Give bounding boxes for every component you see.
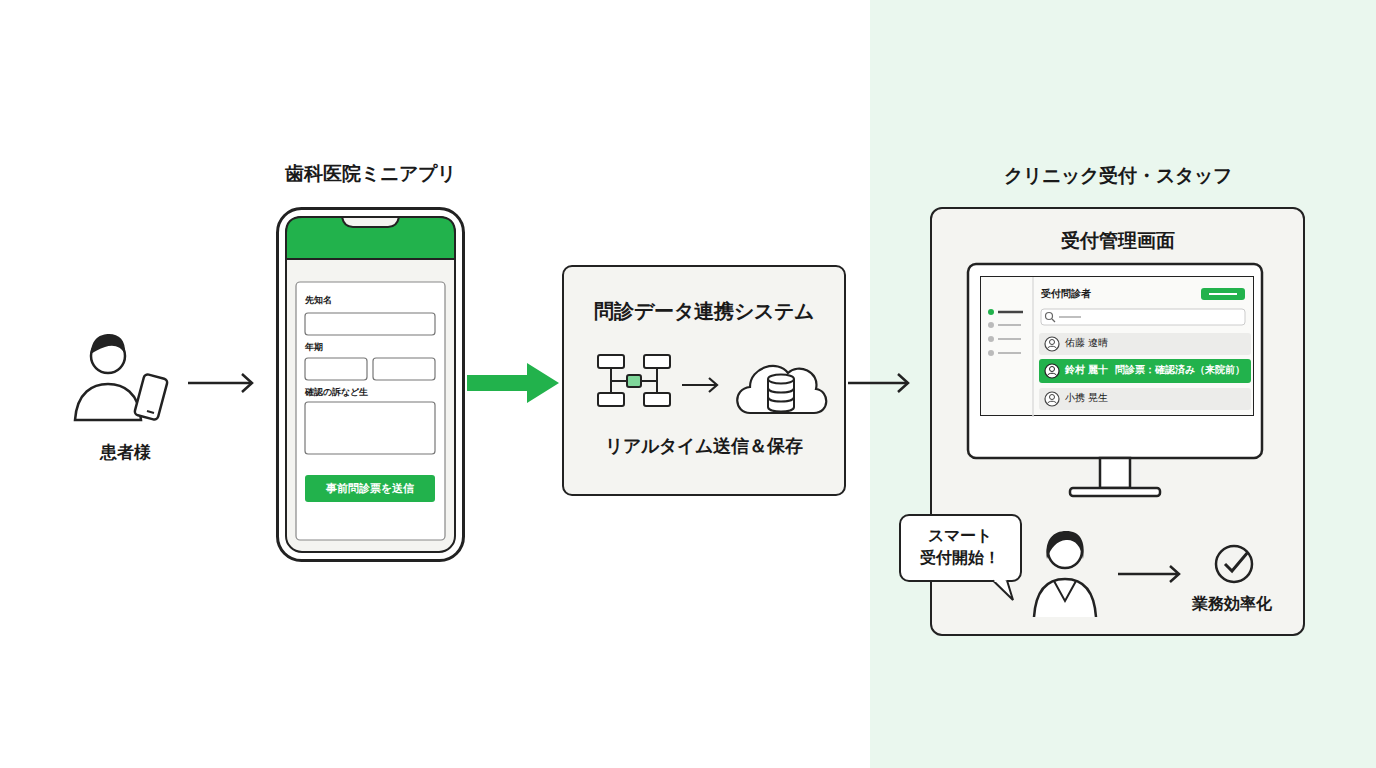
patient-row: 小携 晃生 (1039, 388, 1251, 410)
flow-arrow-bold (467, 363, 559, 403)
node-title: 佑藤 遼晴 (1065, 337, 1185, 349)
node-title: 鈴村 麗十 (1065, 364, 1111, 376)
node-text: 確認の訴など生 (305, 387, 435, 398)
submit-button: 事前問診票を送信 (305, 475, 435, 502)
node-text: 問診票：確認済み（来院前） (1115, 364, 1249, 376)
result-label: 業務効率化 (1162, 594, 1302, 613)
speech-bubble: スマート 受付開始！ (899, 514, 1022, 582)
phone-app: 歯科医院ミニアプリ先知名年期確認の訴など生事前問診票を送信 (276, 207, 465, 562)
node-title: スマート 受付開始！ (919, 525, 1002, 568)
staff-panel (870, 0, 1376, 768)
node-text: 受付管理画面 (930, 229, 1305, 252)
node-text: 先知名 (305, 295, 435, 306)
node-title: 事前問診票を送信 (305, 482, 435, 495)
node-title: クリニック受付・スタッフ (930, 164, 1305, 187)
node-text: 年期 (305, 342, 435, 353)
node-title: 歯科医院ミニアプリ (226, 162, 515, 185)
reception-panel: クリニック受付・スタッフ受付管理画面受付問診者佑藤 遼晴鈴村 麗十問診票：確認済… (930, 207, 1305, 636)
node-text: リアルタイム送信＆保存 (564, 435, 844, 457)
node-title: 小携 晃生 (1065, 392, 1185, 404)
phone-outline (276, 207, 465, 562)
patient-row: 佑藤 遼晴 (1039, 333, 1251, 355)
node-title: 問診データ連携システム (564, 299, 844, 323)
patient-row-active: 鈴村 麗十問診票：確認済み（来院前） (1039, 359, 1251, 383)
screen: 受付問診者佑藤 遼晴鈴村 麗十問診票：確認済み（来院前） 小携 晃生 (980, 276, 1254, 416)
flow-arrow (848, 374, 908, 392)
patient-figure: 患者様 (65, 320, 185, 470)
flow-arrow (188, 374, 252, 392)
process-box: 問診データ連携システムリアルタイム送信＆保存 (562, 265, 846, 496)
node-title: 受付問診者 (1041, 288, 1181, 300)
node-title: 患者様 (65, 442, 185, 462)
